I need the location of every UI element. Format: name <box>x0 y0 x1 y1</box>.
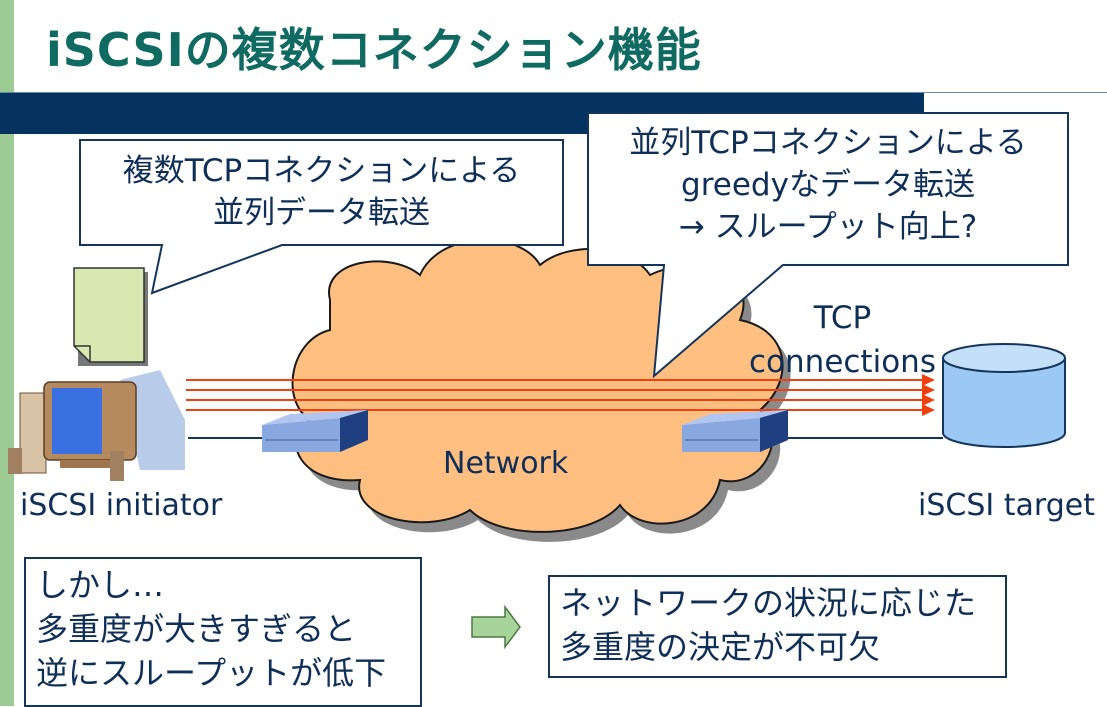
initiator-label: iSCSI initiator <box>20 488 223 523</box>
slide-title: iSCSIの複数コネクション機能 <box>46 23 702 77</box>
arrowhead-icon <box>922 394 935 406</box>
target-label: iSCSI target <box>918 488 1095 523</box>
title-divider <box>0 92 1107 93</box>
tcp-label-line: connections <box>749 344 936 380</box>
conclusion-box: ネットワークの状況に応じた 多重度の決定が不可欠 <box>548 575 1007 678</box>
tcp-label-line: TCP <box>813 300 872 336</box>
callout-left-line: 並列データ転送 <box>213 195 430 231</box>
document-icon <box>73 267 148 366</box>
callout-right-line: 並列TCPコネクションによる <box>629 125 1027 161</box>
arrowhead-icon <box>922 374 935 386</box>
tcp-connections-label: TCP connections <box>745 296 940 384</box>
callout-right-shape <box>587 112 1069 379</box>
problem-box: しかし… 多重度が大きすぎると 逆にスループットが低下 <box>24 557 422 707</box>
right-arrow-icon <box>471 604 521 650</box>
problem-line: 逆にスループットが低下 <box>36 654 387 692</box>
callout-right-line: greedyなデータ転送 <box>681 167 975 203</box>
callout-right-line: → スループット向上? <box>678 209 978 245</box>
callout-left-line: 複数TCPコネクションによる <box>122 153 521 189</box>
left-accent-bar <box>0 0 14 706</box>
network-label: Network <box>443 446 569 481</box>
callout-left-shape <box>79 139 564 295</box>
storage-cylinder-icon <box>942 343 1066 448</box>
problem-line: 多重度が大きすぎると <box>36 610 357 648</box>
router-left-icon <box>262 410 368 452</box>
callout-right-text: 並列TCPコネクションによる greedyなデータ転送 → スループット向上? <box>588 122 1068 248</box>
arrowhead-icon <box>922 384 935 396</box>
conclusion-line: 多重度の決定が不可欠 <box>560 628 881 666</box>
callout-left-text: 複数TCPコネクションによる 並列データ転送 <box>80 150 563 234</box>
tcp-connections <box>186 374 935 416</box>
conclusion-line: ネットワークの状況に応じた <box>560 584 977 622</box>
arrowhead-icon <box>922 404 935 416</box>
computer-icon <box>8 370 185 481</box>
router-right-icon <box>682 410 788 452</box>
problem-line: しかし… <box>36 566 165 604</box>
